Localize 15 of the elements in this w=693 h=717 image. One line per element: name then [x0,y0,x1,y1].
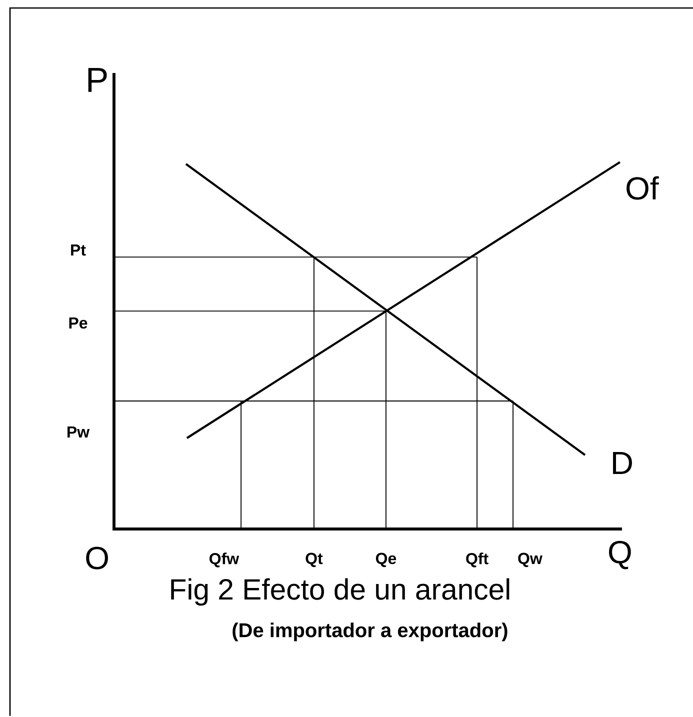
tick-label: Qfw [210,552,240,568]
axis-label: D [613,452,632,474]
figure-subtitle: (De importador a exportador) [232,622,508,642]
tick-label: Qt [306,552,323,568]
tick-label: Qw [518,552,542,568]
figure-caption: Fig 2 Efecto de un arancel [171,578,510,606]
tick-label: Pw [68,426,90,438]
tick-label: Pt [71,244,86,256]
tick-label: Qft [466,552,488,568]
axis-label: O [86,546,108,570]
axis-label: Q [609,540,631,570]
axis-label: Of [626,176,659,200]
tick-label: Qe [376,552,396,568]
axis-label: P [88,68,107,92]
tick-label: Pe [69,317,88,329]
